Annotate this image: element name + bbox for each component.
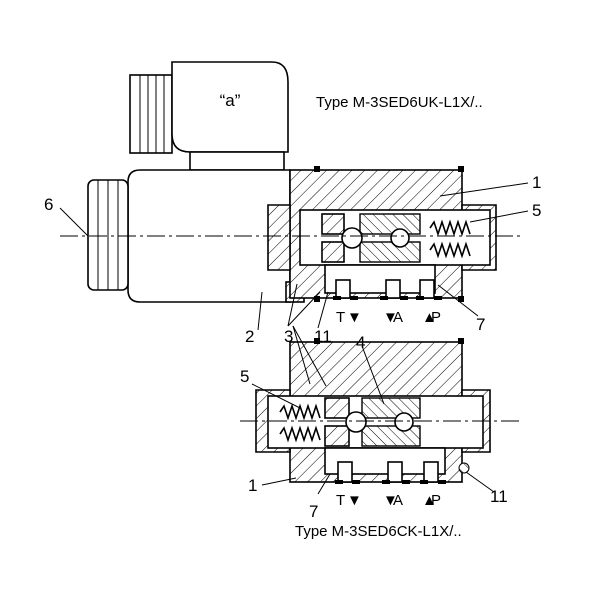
- connector-plug: [129, 61, 289, 171]
- callout-2: 2: [245, 327, 254, 346]
- spring-bottom: [279, 403, 321, 443]
- valve-body-bottom: [255, 338, 491, 484]
- callout-1-top: 1: [532, 173, 541, 192]
- arrow-p-bottom: ▲: [422, 492, 437, 509]
- port-a-bottom: A: [393, 492, 403, 509]
- bottom-valve: [240, 338, 520, 484]
- port-t-top: T: [336, 309, 345, 326]
- callout-11-top: 11: [314, 327, 332, 346]
- type-title-top: Type M-3SED6UK-L1X/..: [316, 94, 483, 111]
- connector-label: “a”: [220, 91, 241, 110]
- port-p-bottom: P: [431, 492, 441, 509]
- leader-lines: [59, 182, 529, 495]
- port-t-bottom: T: [336, 492, 345, 509]
- port-p-top: P: [431, 309, 441, 326]
- spring-top: [429, 219, 471, 259]
- callout-4: 4: [356, 333, 365, 352]
- port-a-top: A: [393, 309, 403, 326]
- callout-1-bottom: 1: [248, 476, 257, 495]
- arrow-a-bottom: ▼: [383, 492, 398, 509]
- callout-7-top: 7: [476, 315, 485, 334]
- callout-6: 6: [44, 195, 53, 214]
- callout-3: 3: [284, 327, 293, 346]
- ports-top: T ▼ ▼ A ▲ P: [336, 309, 441, 326]
- callout-5-top: 5: [532, 201, 541, 220]
- arrow-p-top: ▲: [422, 309, 437, 326]
- valve-body-top: [267, 166, 497, 302]
- arrow-t-top: ▼: [347, 309, 362, 326]
- type-title-bottom: Type M-3SED6CK-L1X/..: [295, 523, 462, 540]
- callout-5-bottom: 5: [240, 367, 249, 386]
- callout-7-bottom: 7: [309, 502, 318, 521]
- arrow-t-bottom: ▼: [347, 492, 362, 509]
- callout-11-bottom: 11: [490, 487, 508, 506]
- arrow-a-top: ▼: [383, 309, 398, 326]
- ports-bottom: T ▼ ▼ A ▲ P: [336, 492, 441, 509]
